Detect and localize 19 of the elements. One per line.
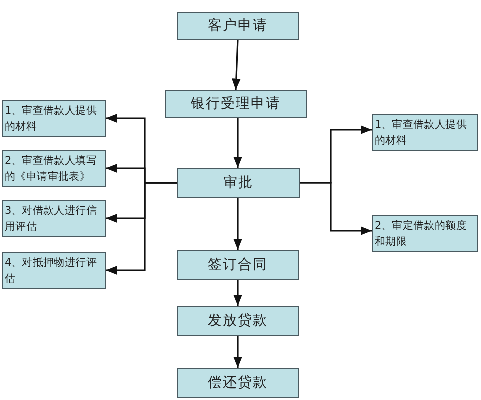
- arrow: [106, 182, 177, 275]
- arrow: [234, 198, 242, 250]
- process-box: 偿还贷款: [177, 368, 299, 398]
- process-box: 发放贷款: [177, 306, 299, 336]
- arrow: [300, 182, 372, 236]
- note-box: 2、审查借款人填写的《申请审批表》: [2, 150, 106, 187]
- process-box: 客户申请: [177, 12, 299, 40]
- arrow: [234, 336, 242, 368]
- arrow: [234, 118, 242, 168]
- arrow: [232, 40, 241, 90]
- process-box: 银行受理申请: [165, 90, 307, 118]
- note-box: 2、审定借款的额度和期限: [372, 215, 478, 252]
- note-box: 4、对抵押物进行评估: [2, 252, 106, 289]
- note-box: 1、审查借款人提供的材料: [2, 100, 106, 137]
- process-box: 签订合同: [177, 250, 299, 280]
- process-box: 审批: [177, 168, 300, 198]
- note-box: 1、审查借款人提供的材料: [372, 114, 478, 151]
- note-box: 3、对借款人进行信用评估: [2, 200, 106, 237]
- arrow: [234, 280, 242, 306]
